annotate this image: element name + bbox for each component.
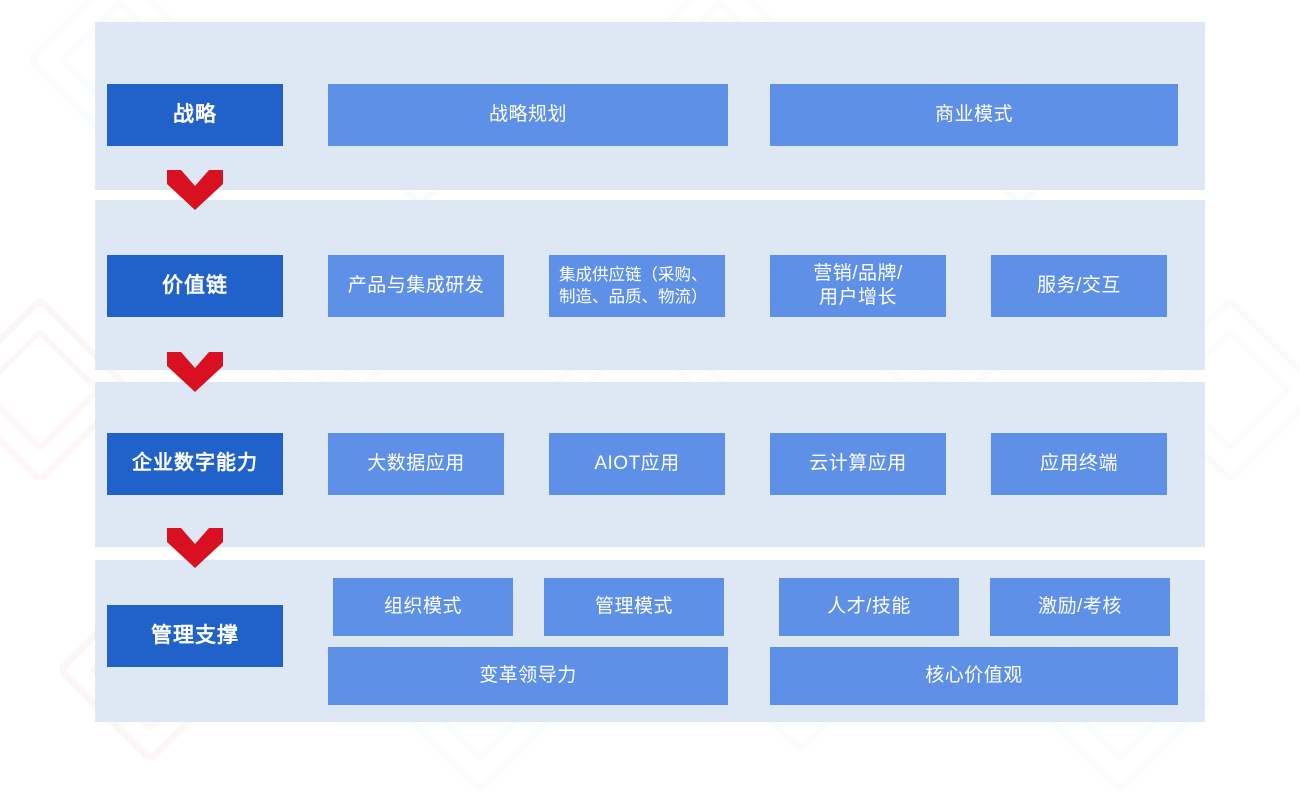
row-lead-strategy[interactable]: 战略 [107, 84, 283, 146]
chevron-down-icon [167, 528, 223, 568]
box-organization-model[interactable]: 组织模式 [333, 578, 513, 636]
box-aiot-application[interactable]: AIOT应用 [549, 433, 725, 495]
row-lead-management-support[interactable]: 管理支撑 [107, 605, 283, 667]
box-service-interaction[interactable]: 服务/交互 [991, 255, 1167, 317]
box-marketing-brand-growth[interactable]: 营销/品牌/ 用户增长 [770, 255, 946, 317]
box-change-leadership[interactable]: 变革领导力 [328, 647, 728, 705]
box-core-values[interactable]: 核心价值观 [770, 647, 1178, 705]
row-panel-value-chain: 价值链 产品与集成研发 集成供应链（采购、 制造、品质、物流） 营销/品牌/ 用… [95, 200, 1205, 370]
row-lead-digital-capability[interactable]: 企业数字能力 [107, 433, 283, 495]
arrow-value-chain-to-digital [167, 352, 223, 392]
box-cloud-computing-application[interactable]: 云计算应用 [770, 433, 946, 495]
row-panel-management-support: 管理支撑 组织模式 管理模式 人才/技能 激励/考核 变革领导力 核心价值观 [95, 560, 1205, 722]
box-application-terminal[interactable]: 应用终端 [991, 433, 1167, 495]
box-business-model[interactable]: 商业模式 [770, 84, 1178, 146]
row-lead-value-chain[interactable]: 价值链 [107, 255, 283, 317]
arrow-strategy-to-value-chain [167, 170, 223, 210]
box-integrated-supply-chain[interactable]: 集成供应链（采购、 制造、品质、物流） [549, 255, 725, 317]
box-product-rnd[interactable]: 产品与集成研发 [328, 255, 504, 317]
row-panel-digital-capability: 企业数字能力 大数据应用 AIOT应用 云计算应用 应用终端 [95, 382, 1205, 547]
box-management-model[interactable]: 管理模式 [544, 578, 724, 636]
arrow-digital-to-management [167, 528, 223, 568]
chevron-down-icon [167, 352, 223, 392]
box-big-data-application[interactable]: 大数据应用 [328, 433, 504, 495]
box-talent-skills[interactable]: 人才/技能 [779, 578, 959, 636]
row-panel-strategy: 战略 战略规划 商业模式 [95, 22, 1205, 190]
box-incentive-assessment[interactable]: 激励/考核 [990, 578, 1170, 636]
box-strategy-planning[interactable]: 战略规划 [328, 84, 728, 146]
chevron-down-icon [167, 170, 223, 210]
digital-transformation-framework-diagram: 战略 战略规划 商业模式 价值链 产品与集成研发 集成供应链（采购、 制造、品质… [95, 22, 1205, 722]
